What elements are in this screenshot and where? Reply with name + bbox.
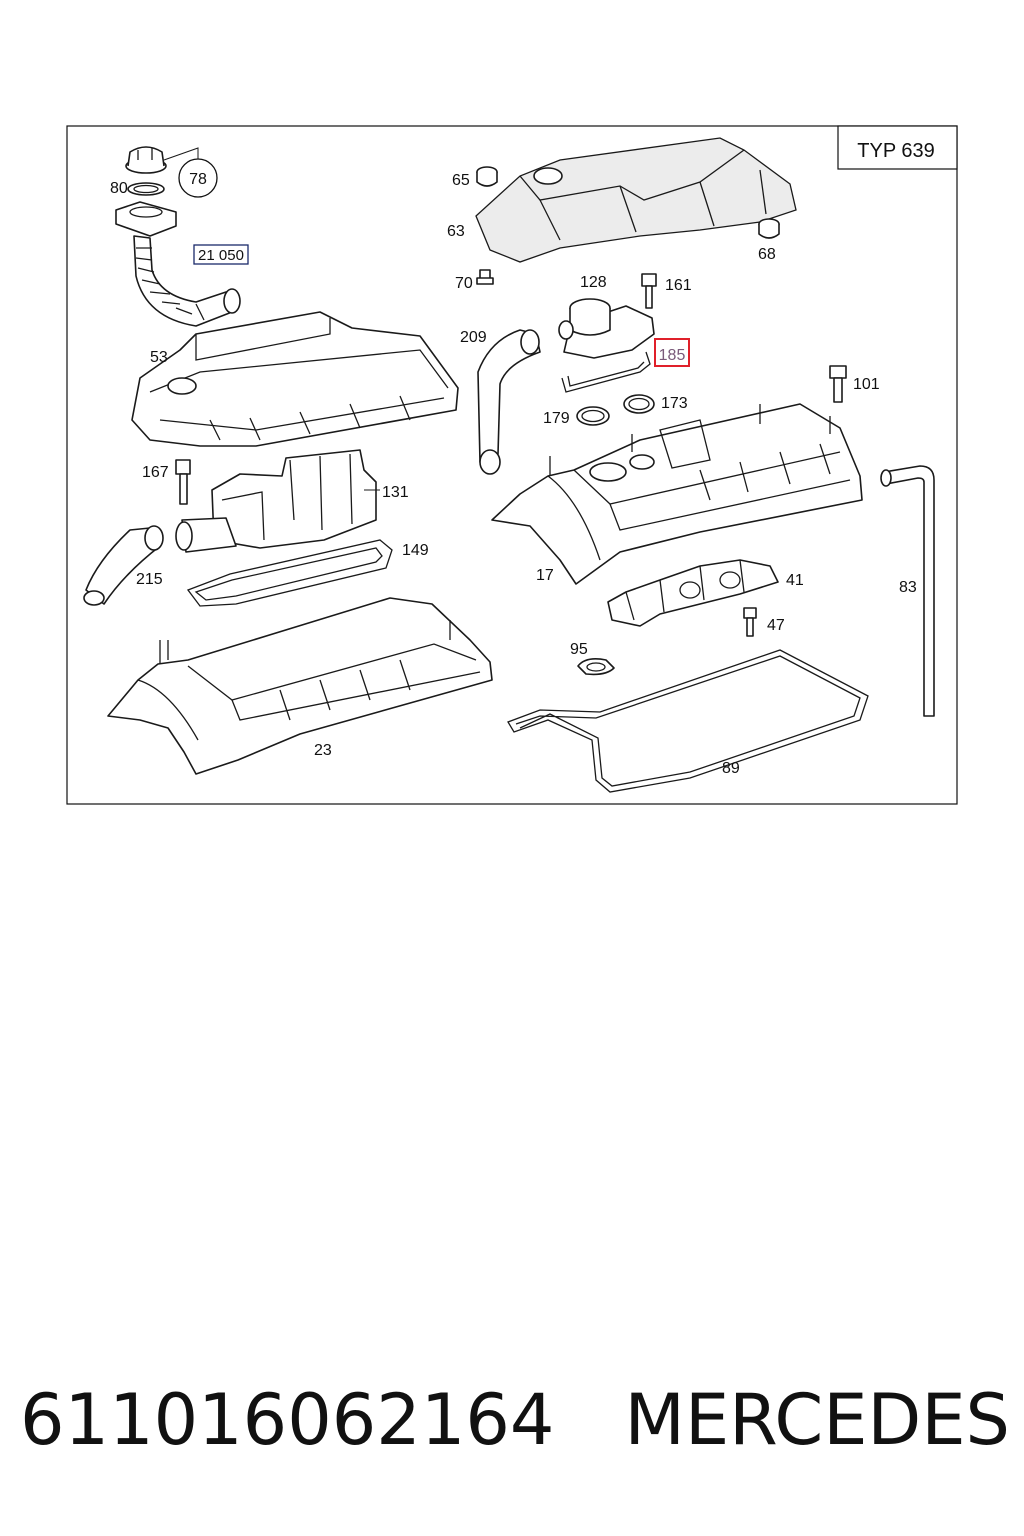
label-215: 215	[136, 571, 163, 588]
part-number: 611016062164	[20, 1379, 555, 1461]
label-149: 149	[402, 542, 429, 559]
bolt-47	[743, 607, 757, 637]
hose-215	[83, 525, 164, 606]
seal-179	[576, 406, 610, 426]
label-68: 68	[758, 246, 776, 263]
plug-65	[476, 166, 498, 187]
bolt-167	[175, 459, 191, 505]
label-209: 209	[460, 329, 487, 346]
ref-box-21050	[193, 244, 249, 265]
label-21050: 21 050	[198, 247, 244, 264]
label-53: 53	[150, 349, 168, 366]
bolt-101	[829, 365, 847, 403]
label-185: 185	[659, 347, 686, 364]
cylinder-head-cover-17	[491, 403, 863, 585]
label-65: 65	[452, 172, 470, 189]
label-95: 95	[570, 641, 588, 658]
baffle-41	[607, 559, 779, 627]
label-23: 23	[314, 742, 332, 759]
label-101: 101	[853, 376, 880, 393]
filler-neck-hose	[115, 201, 241, 327]
label-17: 17	[536, 567, 554, 584]
diagram-frame	[66, 125, 958, 805]
seal-173	[623, 394, 655, 414]
bolt-161	[641, 273, 657, 309]
plug-70	[476, 269, 494, 285]
label-179: 179	[543, 410, 570, 427]
label-78: 78	[189, 171, 207, 188]
gasket-149	[186, 539, 393, 607]
label-89: 89	[722, 760, 740, 777]
engine-cover-63	[475, 137, 797, 263]
cylinder-head-cover-23	[107, 597, 493, 775]
oil-filler-cap	[125, 146, 167, 196]
gasket-185	[561, 351, 651, 393]
label-80: 80	[110, 180, 128, 197]
footer: 611016062164 MERCEDES	[20, 1370, 1010, 1470]
oil-separator-128	[558, 298, 655, 359]
label-63: 63	[447, 223, 465, 240]
label-173: 173	[661, 395, 688, 412]
plug-68	[758, 218, 780, 239]
label-131: 131	[382, 484, 409, 501]
brand-name: MERCEDES	[624, 1379, 1010, 1461]
tube-83	[880, 465, 935, 717]
type-label: TYP 639	[857, 140, 934, 162]
valve-housing-131	[175, 449, 377, 553]
hose-209	[477, 329, 541, 475]
label-83: 83	[899, 579, 917, 596]
gasket-89	[507, 649, 869, 793]
label-47: 47	[767, 617, 785, 634]
seal-95	[577, 658, 615, 676]
label-70: 70	[455, 275, 473, 292]
label-161: 161	[665, 277, 692, 294]
cylinder-head-cover-53	[131, 311, 459, 447]
highlight-box-185	[654, 338, 690, 367]
label-41: 41	[786, 572, 804, 589]
label-167: 167	[142, 464, 169, 481]
label-128: 128	[580, 274, 607, 291]
type-box	[837, 125, 958, 170]
